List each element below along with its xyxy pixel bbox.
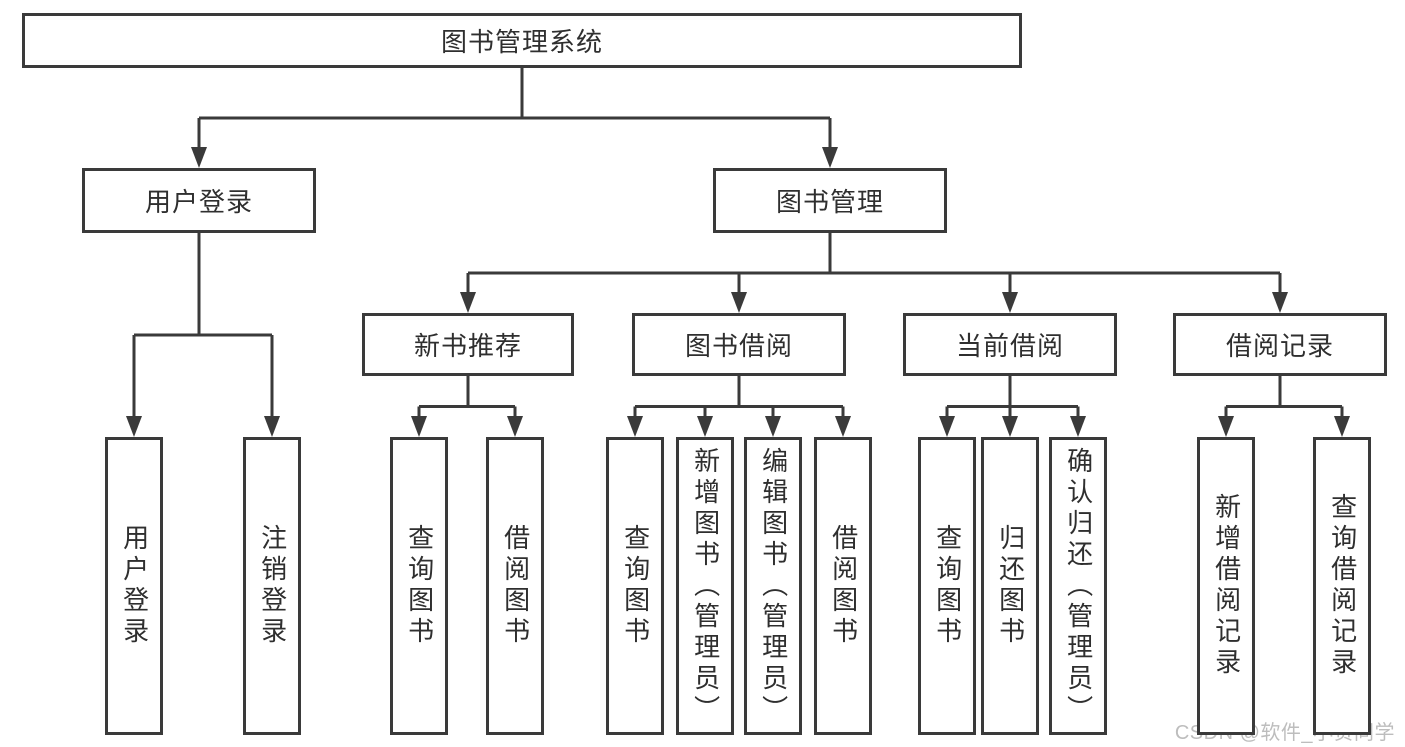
- arrowhead-icon: [507, 416, 523, 437]
- node-label: 查询图书: [620, 524, 651, 648]
- node-leaf-bb-edit: 编辑图书（管理员）: [744, 437, 802, 735]
- arrowhead-icon: [126, 416, 142, 437]
- connector-path: [197, 68, 832, 154]
- arrowhead-icon: [835, 416, 851, 437]
- node-label: 新增图书（管理员）: [690, 446, 721, 726]
- node-label: 查询图书: [404, 524, 435, 648]
- arrowhead-icon: [1272, 292, 1288, 313]
- arrowhead-icon: [1218, 416, 1234, 437]
- arrowhead-icon: [939, 416, 955, 437]
- node-label: 当前借阅: [955, 331, 1064, 361]
- node-book-mgmt: 图书管理: [713, 168, 947, 233]
- node-label: 用户登录: [119, 524, 150, 648]
- node-label: 借阅图书: [828, 524, 859, 648]
- node-label: 图书借阅: [684, 331, 793, 361]
- node-leaf-cb-confirm: 确认归还（管理员）: [1049, 437, 1107, 735]
- connector-path: [417, 376, 517, 423]
- node-user-login: 用户登录: [82, 168, 316, 233]
- node-book-borrow: 图书借阅: [632, 313, 846, 376]
- node-leaf-logout: 注销登录: [243, 437, 301, 735]
- node-label: 归还图书: [995, 524, 1026, 648]
- node-current-borrow: 当前借阅: [903, 313, 1117, 376]
- connector-path: [466, 233, 1282, 299]
- node-label: 新书推荐: [413, 331, 522, 361]
- node-leaf-nb-borrow: 借阅图书: [486, 437, 544, 735]
- arrowhead-icon: [1002, 292, 1018, 313]
- node-leaf-cb-query: 查询图书: [918, 437, 976, 735]
- node-label: 注销登录: [257, 524, 288, 648]
- arrowhead-icon: [731, 292, 747, 313]
- node-leaf-cb-return: 归还图书: [981, 437, 1039, 735]
- node-label: 编辑图书（管理员）: [758, 446, 789, 726]
- node-leaf-bb-query: 查询图书: [606, 437, 664, 735]
- arrowhead-icon: [1334, 416, 1350, 437]
- node-label: 借阅图书: [500, 524, 531, 648]
- node-root: 图书管理系统: [22, 13, 1022, 68]
- arrowhead-icon: [1002, 416, 1018, 437]
- connector-path: [132, 233, 274, 423]
- node-label: 图书管理: [775, 187, 884, 217]
- node-leaf-user-login: 用户登录: [105, 437, 163, 735]
- arrowhead-icon: [627, 416, 643, 437]
- node-label: 借阅记录: [1225, 331, 1334, 361]
- node-new-book-rec: 新书推荐: [362, 313, 574, 376]
- node-leaf-br-add: 新增借阅记录: [1197, 437, 1255, 735]
- connector-path: [1224, 376, 1344, 423]
- arrowhead-icon: [191, 147, 207, 168]
- connector-path: [633, 376, 845, 423]
- node-label: 确认归还（管理员）: [1063, 446, 1094, 726]
- arrowhead-icon: [411, 416, 427, 437]
- arrowhead-icon: [697, 416, 713, 437]
- node-leaf-br-query: 查询借阅记录: [1313, 437, 1371, 735]
- arrowhead-icon: [1070, 416, 1086, 437]
- node-label: 用户登录: [144, 187, 253, 217]
- node-label: 图书管理系统: [440, 27, 603, 57]
- node-leaf-bb-add: 新增图书（管理员）: [676, 437, 734, 735]
- node-leaf-bb-borrow: 借阅图书: [814, 437, 872, 735]
- node-borrow-records: 借阅记录: [1173, 313, 1387, 376]
- arrowhead-icon: [765, 416, 781, 437]
- node-label: 查询借阅记录: [1327, 493, 1358, 679]
- arrowhead-icon: [460, 292, 476, 313]
- arrowhead-icon: [822, 147, 838, 168]
- node-leaf-nb-query: 查询图书: [390, 437, 448, 735]
- arrowhead-icon: [264, 416, 280, 437]
- connector-path: [945, 376, 1080, 423]
- node-label: 新增借阅记录: [1211, 493, 1242, 679]
- node-label: 查询图书: [932, 524, 963, 648]
